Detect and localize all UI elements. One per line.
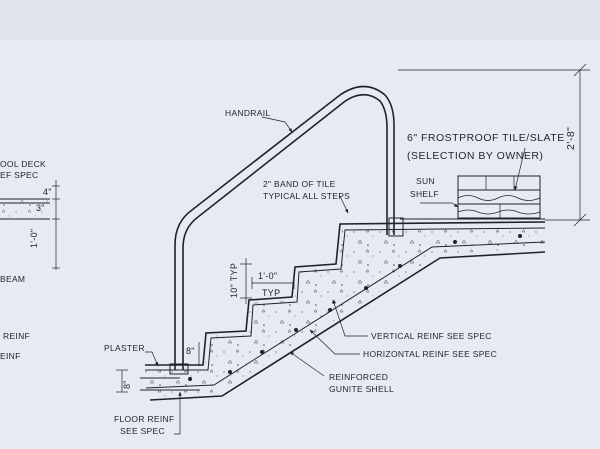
paper-shadow bbox=[0, 0, 600, 40]
plaster-label: PLASTER bbox=[104, 343, 145, 353]
vertical-reinf-label: VERTICAL REINF SEE SPEC bbox=[371, 331, 492, 341]
height-dimension-label: 2'-8" bbox=[565, 127, 577, 150]
slab-dimension: 8" bbox=[122, 380, 132, 389]
riser-dimension: 10" TYP bbox=[229, 263, 239, 298]
left-reinf-label-2: EINF bbox=[0, 351, 21, 361]
left-dim-1ft: 1'-0" bbox=[29, 229, 39, 248]
band-label-line-2: TYPICAL ALL STEPS bbox=[263, 191, 350, 201]
shell-outer-line bbox=[149, 251, 546, 401]
handrail bbox=[169, 85, 404, 375]
left-partial-detail: OOL DECK EF SPEC 4" 3" 1'-0" BEAM REINF … bbox=[0, 159, 60, 361]
horizontal-reinf-label: HORIZONTAL REINF SEE SPEC bbox=[363, 349, 497, 359]
sun-shelf-label-line-2: SHELF bbox=[410, 189, 439, 199]
tile-label-line-2: (SELECTION BY OWNER) bbox=[407, 150, 543, 162]
floor-reinf-label-line-2: SEE SPEC bbox=[120, 426, 165, 436]
left-beam-label: BEAM bbox=[0, 274, 25, 284]
tile-label-line-1: 6" FROSTPROOF TILE/SLATE bbox=[407, 132, 565, 144]
left-dim-4: 4" bbox=[43, 187, 52, 197]
band-label-line-1: 2" BAND OF TILE bbox=[263, 179, 336, 189]
left-reinf-label: REINF bbox=[3, 331, 30, 341]
sun-shelf-label-line-1: SUN bbox=[416, 176, 435, 186]
gunite-shell bbox=[145, 226, 545, 398]
gunite-label-line-2: GUNITE SHELL bbox=[329, 384, 394, 394]
bottom-riser-dimension: 8" bbox=[186, 346, 195, 356]
height-dimension bbox=[398, 63, 590, 227]
tread-dimension: 1'-0" bbox=[258, 271, 277, 281]
left-dim-3: 3" bbox=[36, 203, 45, 213]
handrail-label: HANDRAIL bbox=[225, 108, 270, 118]
tread-typ-label: TYP bbox=[262, 288, 280, 298]
shell-inner-line bbox=[145, 241, 546, 389]
leader-lines bbox=[145, 116, 526, 435]
sun-shelf-tile bbox=[400, 175, 545, 220]
reinforcement-dots bbox=[188, 234, 522, 381]
left-deck-label: OOL DECK bbox=[0, 159, 46, 169]
floor-reinf-label-line-1: FLOOR REINF bbox=[114, 414, 174, 424]
bottom-dimensions bbox=[116, 342, 200, 393]
riser-tread-dimension bbox=[240, 258, 295, 304]
left-spec-label: EF SPEC bbox=[0, 170, 38, 180]
plaster-line bbox=[145, 227, 546, 371]
gunite-label-line-1: REINFORCED bbox=[329, 372, 388, 382]
step-profile bbox=[145, 221, 546, 366]
